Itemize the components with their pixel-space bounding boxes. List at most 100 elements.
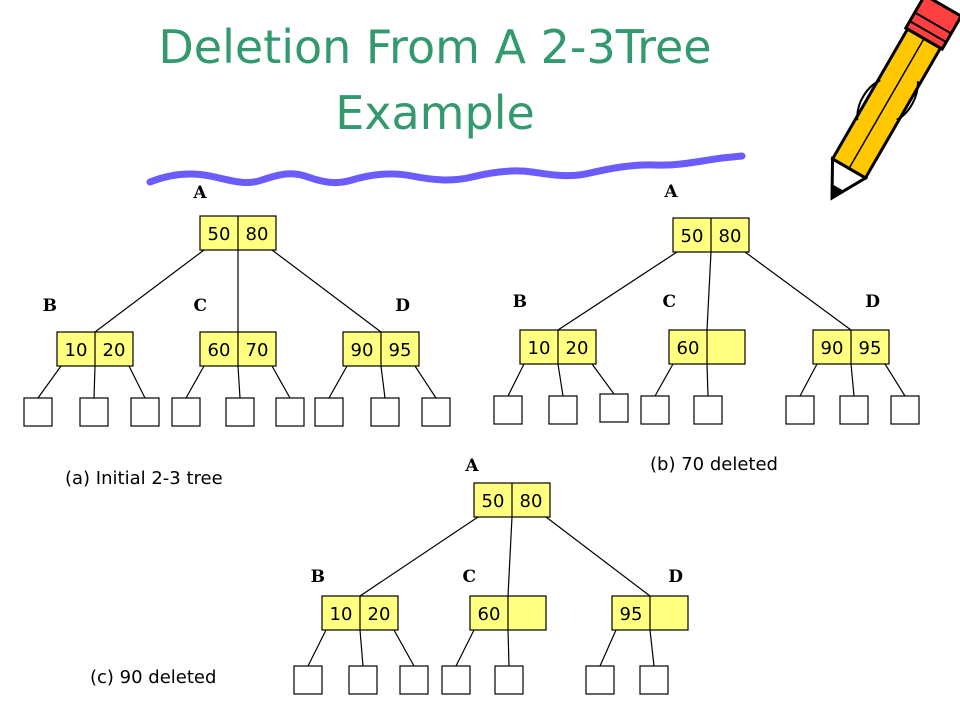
node-key: 60: [677, 338, 700, 359]
tree-edge: [307, 629, 327, 667]
leaf-node: [493, 395, 523, 425]
node-key: 50: [482, 491, 505, 512]
tree-edge: [93, 365, 96, 399]
tree-edge: [271, 365, 291, 399]
tree-edge: [850, 363, 855, 397]
node-key: 80: [719, 226, 742, 247]
tree-edge: [744, 251, 852, 331]
leaf-node: [348, 665, 378, 695]
node-key: 20: [103, 340, 126, 361]
leaf-node: [370, 397, 400, 427]
node-key: 50: [208, 224, 231, 245]
tree-edge: [414, 365, 437, 399]
leaf-node: [639, 665, 669, 695]
tree-edge: [591, 363, 615, 395]
node-label: C: [462, 567, 476, 587]
node-key: 90: [351, 340, 374, 361]
node-key: 10: [528, 338, 551, 359]
leaf-node: [890, 395, 920, 425]
root-node: 50 80: [473, 482, 551, 518]
slide-title-line1: Deletion From A 2-3Tree: [158, 20, 712, 74]
pencil-icon: [830, 0, 960, 201]
leaf-node: [693, 395, 723, 425]
leaf-node: [225, 397, 255, 427]
node-label: B: [513, 292, 527, 312]
child-node-c: 60: [668, 329, 746, 365]
diagram-caption: (c) 90 deleted: [90, 667, 216, 688]
node-key: 95: [389, 340, 412, 361]
node-key: 20: [368, 604, 391, 625]
node-label: D: [865, 292, 880, 312]
node-label: D: [668, 567, 683, 587]
leaf-node: [494, 665, 524, 695]
tree-edge: [393, 629, 415, 667]
node-label: B: [311, 567, 325, 587]
child-node-d: 95: [611, 595, 689, 631]
node-key: 80: [520, 491, 543, 512]
child-node-b: 10 20: [519, 329, 597, 365]
slide-title-line2: Example: [335, 86, 535, 140]
diagram-caption: (b) 70 deleted: [650, 454, 778, 475]
node-key: 20: [566, 338, 589, 359]
root-node: 50 80: [199, 215, 277, 251]
child-node-c: 60: [469, 595, 547, 631]
tree-edge: [507, 516, 513, 597]
node-key: 60: [478, 604, 501, 625]
tree-diagram-c: 50 80 A 10 20 B 60C 95 D (c) 90 deleted: [90, 456, 689, 695]
child-node-b: 10 20: [321, 595, 399, 631]
tree-edge: [884, 363, 906, 397]
leaf-node: [130, 397, 160, 427]
leaf-node: [785, 395, 815, 425]
node-label: C: [662, 292, 676, 312]
tree-edge: [94, 249, 205, 333]
leaf-node: [23, 397, 53, 427]
leaf-node: [399, 665, 429, 695]
node-key: 10: [330, 604, 353, 625]
node-key: 10: [65, 340, 88, 361]
tree-edge: [237, 365, 241, 399]
leaf-node: [314, 397, 344, 427]
node-key: 80: [246, 224, 269, 245]
tree-edge: [380, 365, 386, 399]
leaf-node: [585, 665, 615, 695]
child-node-d: 90 95: [342, 331, 420, 367]
node-key: 70: [246, 340, 269, 361]
leaf-node: [839, 395, 869, 425]
leaf-node: [640, 395, 670, 425]
node-label: A: [663, 182, 678, 202]
tree-edge: [649, 629, 655, 667]
tree-edge: [557, 363, 564, 397]
node-key: 60: [208, 340, 231, 361]
tree-edge: [507, 629, 510, 667]
tree-edge: [706, 251, 712, 331]
node-label: B: [43, 296, 57, 316]
leaf-node: [421, 397, 451, 427]
tree-edge: [455, 629, 475, 667]
node-key: 95: [620, 604, 643, 625]
node-label: A: [464, 456, 479, 476]
node-label: A: [192, 183, 207, 203]
tree-edge: [545, 516, 651, 597]
leaf-node: [441, 665, 471, 695]
leaf-node: [293, 665, 323, 695]
node-key: 90: [821, 338, 844, 359]
leaf-node: [171, 397, 201, 427]
tree-edge: [359, 516, 479, 597]
tree-edge: [557, 251, 678, 331]
leaf-node: [275, 397, 305, 427]
tree-edge: [359, 629, 364, 667]
leaf-node: [548, 395, 578, 425]
tree-edge: [271, 249, 382, 333]
tree-edge: [706, 363, 709, 397]
child-node-c: 60 70: [199, 331, 277, 367]
tree-edge: [654, 363, 674, 397]
tree-edge: [799, 363, 818, 397]
node-label: C: [193, 296, 207, 316]
child-node-b: 10 20: [56, 331, 134, 367]
leaf-node: [79, 397, 109, 427]
